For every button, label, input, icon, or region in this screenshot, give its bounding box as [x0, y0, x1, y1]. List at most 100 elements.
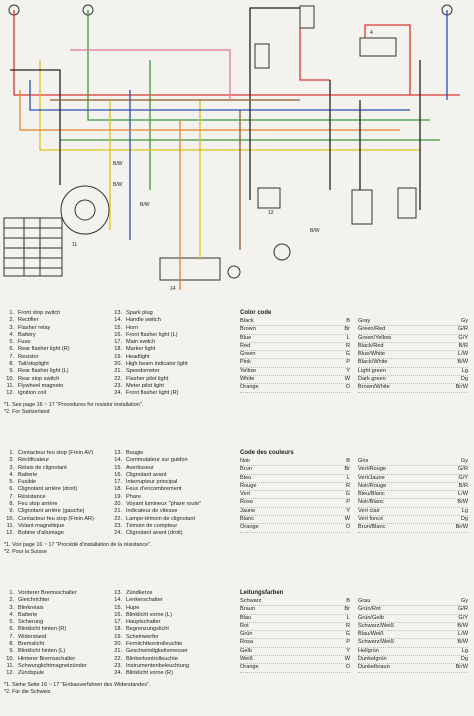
item-number: 20.	[114, 641, 122, 648]
item-number: 23.	[114, 522, 122, 529]
component-item: 17.Hauptschalter	[112, 619, 189, 626]
item-number: 15.	[114, 604, 122, 611]
color-abbrev: L	[345, 474, 350, 482]
color-name: Noir/Blanc	[358, 499, 384, 506]
color-abbrev: L/W	[457, 351, 468, 359]
item-number: 12.	[6, 390, 14, 397]
item-label: Blinklicht hinten (R)	[18, 626, 67, 633]
color-abbrev: Gy	[459, 318, 468, 326]
color-abbrev: G/Y	[457, 614, 468, 622]
component-list: 1.Contacteur feu stop (Frein AV)2.Rectif…	[4, 450, 94, 538]
item-number: 2.	[9, 597, 14, 604]
color-name: Blue	[240, 334, 252, 341]
color-name: Grün	[240, 631, 253, 638]
color-abbrev: P	[345, 639, 350, 647]
item-number: 18.	[114, 346, 122, 353]
color-name: Blanc	[240, 516, 254, 523]
component-number: 14	[170, 286, 176, 292]
item-label: Fernlichtkontrolleuchte	[126, 641, 183, 648]
component-item: 5.Sicherung	[4, 619, 87, 626]
item-label: Spark plug	[126, 310, 153, 316]
item-number: 1.	[9, 450, 14, 456]
footnote: *1. Siehe Seite 16 ~ 17 "Einbauverfahren…	[4, 682, 151, 688]
item-label: Interrupteur principal	[126, 479, 178, 486]
item-number: 3.	[9, 604, 14, 611]
item-label: Zündspule	[18, 670, 45, 677]
color-name: Brun	[240, 466, 252, 473]
color-name: Black/Red	[358, 342, 384, 349]
item-number: 23.	[114, 382, 122, 389]
item-number: 19.	[114, 633, 122, 640]
item-number: 8.	[9, 501, 14, 508]
item-label: Speedometer	[126, 368, 160, 375]
component-item: 11.Schwunglichtmagnetzünder	[4, 663, 87, 670]
item-label: Rectifier	[18, 317, 39, 324]
color-abbrev: Y	[345, 647, 350, 656]
item-number: 5.	[9, 339, 14, 346]
footnote: *1. See page 16 ~ 17 "Procedures for res…	[4, 402, 144, 408]
color-abbrev: Lg	[460, 367, 468, 376]
color-name: Schwarz/Weiß	[358, 639, 394, 646]
component-item: 7.Résistance	[4, 494, 94, 501]
item-number: 23.	[114, 662, 122, 669]
item-label: Marker light	[126, 346, 156, 353]
item-label: Battery	[18, 331, 36, 338]
color-abbrev: G/R	[457, 606, 468, 614]
item-label: Begrenzungslicht	[126, 626, 169, 633]
item-label: Front flasher light (L)	[126, 331, 178, 338]
color-abbrev: Br/W	[454, 384, 468, 392]
item-number: 9.	[9, 368, 14, 375]
item-number: 11.	[6, 382, 14, 389]
component-item: 4.Batterie	[4, 612, 87, 619]
component-item: 15.Horn	[112, 325, 188, 332]
component-item: 10.Rear stop switch	[4, 376, 70, 383]
item-label: Volant magnétique	[18, 522, 65, 529]
item-label: Zündkerze	[126, 590, 153, 596]
item-number: 13.	[114, 590, 122, 596]
color-abbrev: R	[344, 622, 350, 631]
component-item: 18. Marker light	[112, 346, 188, 353]
item-number: 6.	[9, 626, 14, 633]
component-item: 16.Blinklicht vorne (L)	[112, 612, 189, 619]
component-item: 6. Blinklicht hinten (R)	[4, 626, 87, 633]
item-number: 18.	[114, 486, 122, 493]
item-label: Relais de clignotant	[18, 464, 67, 471]
wire-label: B/W	[310, 228, 320, 234]
item-number: 20.	[114, 501, 122, 508]
item-number: 11.	[6, 522, 14, 529]
color-name: Black/White	[358, 359, 388, 366]
item-number: 1.	[9, 590, 14, 596]
item-label: Clignotant arrière (gauche)	[18, 508, 85, 515]
color-abbrev: Br/W	[454, 664, 468, 672]
wire-yellow	[39, 60, 420, 260]
color-name: Pink	[240, 359, 251, 366]
footnote: *2. For Switzerland	[4, 409, 50, 415]
footnotes: *1. Siehe Seite 16 ~ 17 "Einbauverfahren…	[4, 682, 150, 696]
color-name: Vert/Rouge	[358, 466, 386, 473]
component-item: 13. Zündkerze	[112, 590, 189, 597]
item-number: 22.	[114, 655, 122, 662]
color-name: Orange	[240, 664, 259, 671]
item-number: 12.	[6, 670, 14, 677]
flywheel-magneto-symbol	[60, 185, 110, 235]
component-item: 6.Rear flasher light (R)	[4, 346, 69, 353]
switch-table-symbol	[3, 217, 63, 277]
color-abbrev: O	[344, 384, 350, 392]
item-label: Hupe	[126, 604, 140, 611]
color-name: Orange	[240, 384, 259, 391]
item-number: 12.	[6, 530, 14, 537]
color-code-title: Color code	[240, 310, 272, 316]
color-abbrev: G/Y	[457, 334, 468, 342]
color-code-row: Orange O	[240, 384, 350, 393]
color-name: Blue/White	[358, 351, 386, 358]
